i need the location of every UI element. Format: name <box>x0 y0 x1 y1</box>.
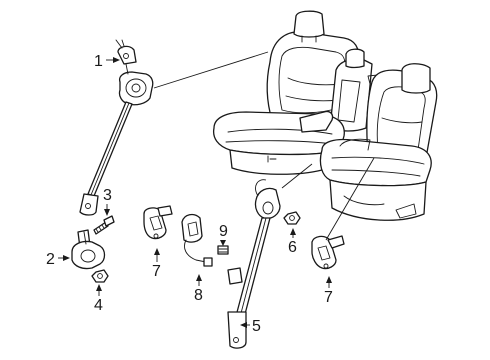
callout-label-1: 1 <box>94 53 103 70</box>
callout-2: 2 <box>46 251 70 268</box>
callout-label-7-right: 7 <box>324 289 333 306</box>
callout-6: 6 <box>288 228 297 256</box>
callout-7-left: 7 <box>152 248 161 280</box>
nut-part-4 <box>91 269 109 283</box>
bolt-part-9 <box>217 245 229 255</box>
callout-9: 9 <box>219 223 228 246</box>
callout-label-7-left: 7 <box>152 263 161 280</box>
nut-part-6 <box>283 211 301 225</box>
buckle-part-7-right <box>311 157 375 270</box>
callout-label-4: 4 <box>94 297 103 314</box>
center-belt-part-5 <box>227 163 313 349</box>
buckle-part-7-left <box>143 205 173 240</box>
callout-label-2: 2 <box>46 251 55 268</box>
callout-8: 8 <box>194 274 203 304</box>
buckle-with-cable-part-8 <box>181 213 213 267</box>
callout-3: 3 <box>103 187 112 216</box>
callout-label-6: 6 <box>288 239 297 256</box>
callout-5: 5 <box>240 318 261 335</box>
bolt-part-3 <box>93 215 115 235</box>
callout-7-right: 7 <box>324 276 333 306</box>
rear-seat-assembly <box>212 10 438 221</box>
buckle-anchor-part-2 <box>71 229 106 270</box>
callout-label-5: 5 <box>252 318 261 335</box>
callout-1: 1 <box>94 53 120 70</box>
callout-label-9: 9 <box>219 223 228 240</box>
callout-label-3: 3 <box>103 187 112 204</box>
callout-4: 4 <box>94 284 103 314</box>
shoulder-belt-retractor-assembly <box>79 39 269 216</box>
callout-label-8: 8 <box>194 287 203 304</box>
